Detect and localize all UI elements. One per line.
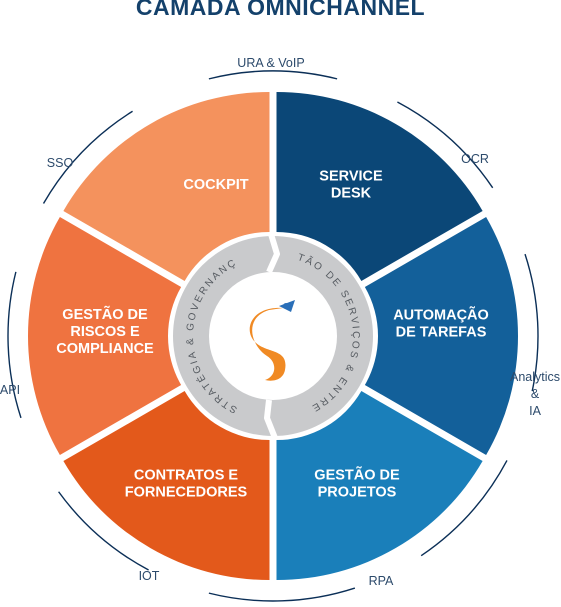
page-title: CAMADA OMNICHANNEL <box>135 0 426 20</box>
outer-label-api: API <box>0 383 20 397</box>
segment-contratos-label-line: CONTRATOS E <box>134 467 239 483</box>
outer-label-sso: SSO <box>47 156 74 170</box>
segment-cockpit-label: COCKPIT <box>183 177 248 193</box>
outer-label-analytics-2: & <box>531 387 540 401</box>
outer-ring-arc <box>42 110 133 204</box>
segment-riscos-label-line: RISCOS E <box>70 324 140 340</box>
outer-ring-arc <box>7 271 22 419</box>
outer-label-iot: IOT <box>139 569 160 583</box>
outer-ring-arc <box>208 70 338 80</box>
outer-label-rpa: RPA <box>369 574 394 588</box>
logo-icon <box>249 300 295 381</box>
segment-automacao-shape <box>364 217 518 455</box>
segment-projetos-label-line: PROJETOS <box>318 484 397 500</box>
outer-ring-arc <box>420 460 508 557</box>
outer-label-analytics-1: Analytics <box>510 370 560 384</box>
segment-projetos-shape <box>276 391 483 581</box>
outer-ring-arc <box>524 253 539 392</box>
segment-riscos-label-line: GESTÃO DE <box>62 305 148 323</box>
ring-divider-bottom <box>264 399 278 440</box>
outer-ring-arc <box>58 491 149 571</box>
segment-riscos-shape <box>28 217 182 455</box>
segment-contratos-shape <box>63 391 270 581</box>
segment-service-desk-label-line: SERVICE <box>319 169 383 185</box>
outer-label-ura-voip: URA & VoIP <box>237 56 304 70</box>
logo-dot <box>283 303 289 309</box>
outer-ring-arc <box>397 101 494 189</box>
segment-automacao-label-line: DE TAREFAS <box>396 325 487 341</box>
segment-service-desk-shape <box>276 91 483 281</box>
segment-cockpit-shape <box>63 91 270 281</box>
segment-cockpit: COCKPIT <box>63 91 270 281</box>
segment-projetos-label-line: GESTÃO DE <box>314 465 400 483</box>
segment-riscos-label-line: COMPLIANCE <box>56 341 154 357</box>
outer-label-ocr: OCR <box>461 152 489 166</box>
segment-cockpit-label-line: COCKPIT <box>183 177 248 193</box>
outer-ring-arcs <box>7 70 539 602</box>
segment-contratos-label-line: FORNECEDORES <box>125 484 248 500</box>
center-white-circle <box>209 272 337 400</box>
segment-service-desk-label-line: DESK <box>331 186 372 202</box>
logo-s-shape <box>249 307 286 381</box>
outer-label-analytics-3: IA <box>529 404 541 418</box>
outer-ring-arc <box>208 587 356 602</box>
outer-labels-group: URA & VoIP OCR Analytics & IA RPA IOT API SSO <box>0 56 560 588</box>
ring-divider-top <box>266 233 280 274</box>
segment-automacao-label-line: AUTOMAÇÃO <box>393 306 489 324</box>
